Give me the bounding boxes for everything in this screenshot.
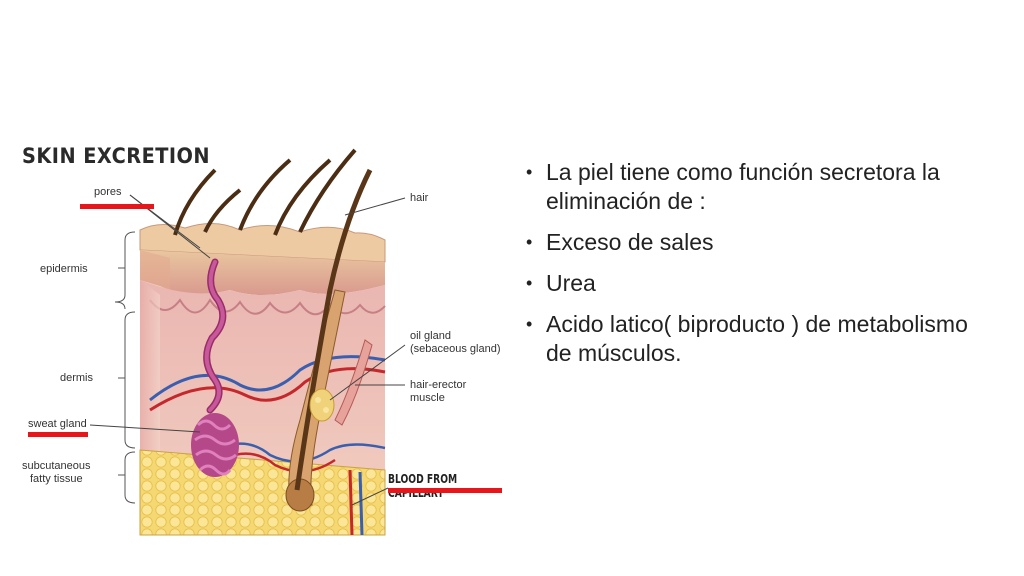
bullet-text: Urea [546, 270, 596, 296]
highlight-blood [388, 488, 502, 493]
label-hair: hair [410, 192, 429, 204]
label-blood-from-capillary: BLOOD FROM CAPILLARY [388, 472, 458, 500]
bullet-dot: • [526, 232, 533, 252]
bullet-list: • La piel tiene como función secretora la… [524, 158, 994, 380]
skin-diagram: SKIN EXCRETION pores hair epidermis derm… [22, 144, 502, 536]
bullet-text: La piel tiene como función secretora la … [546, 159, 940, 214]
bullet-item: • Urea [524, 269, 994, 298]
bullet-item: • Acido latico( biproducto ) de metabolis… [524, 310, 994, 368]
label-fatty-tissue: fatty tissue [30, 473, 83, 485]
highlight-pores [80, 204, 154, 209]
label-dermis: dermis [60, 372, 94, 384]
bullet-text: Acido latico( biproducto ) de metabolism… [546, 311, 968, 366]
label-sebaceous-gland: (sebaceous gland) [410, 343, 501, 355]
label-hair-erector: hair-erector [410, 379, 467, 391]
bullet-dot: • [526, 162, 533, 182]
bullet-item: • La piel tiene como función secretora la… [524, 158, 994, 216]
label-epidermis: epidermis [40, 263, 88, 275]
label-sweat-gland: sweat gland [28, 418, 87, 430]
label-muscle: muscle [410, 392, 445, 404]
bullet-dot: • [526, 314, 533, 334]
label-pores: pores [94, 186, 122, 198]
bullet-dot: • [526, 273, 533, 293]
highlight-sweat-gland [28, 432, 88, 437]
label-oil-gland: oil gland [410, 330, 451, 342]
bullet-item: • Exceso de sales [524, 228, 994, 257]
label-subcutaneous: subcutaneous [22, 460, 91, 472]
diagram-title: SKIN EXCRETION [22, 144, 211, 168]
skin-cross-section-illustration [89, 148, 406, 536]
sweat-gland-coil [191, 413, 239, 477]
bullet-text: Exceso de sales [546, 229, 714, 255]
